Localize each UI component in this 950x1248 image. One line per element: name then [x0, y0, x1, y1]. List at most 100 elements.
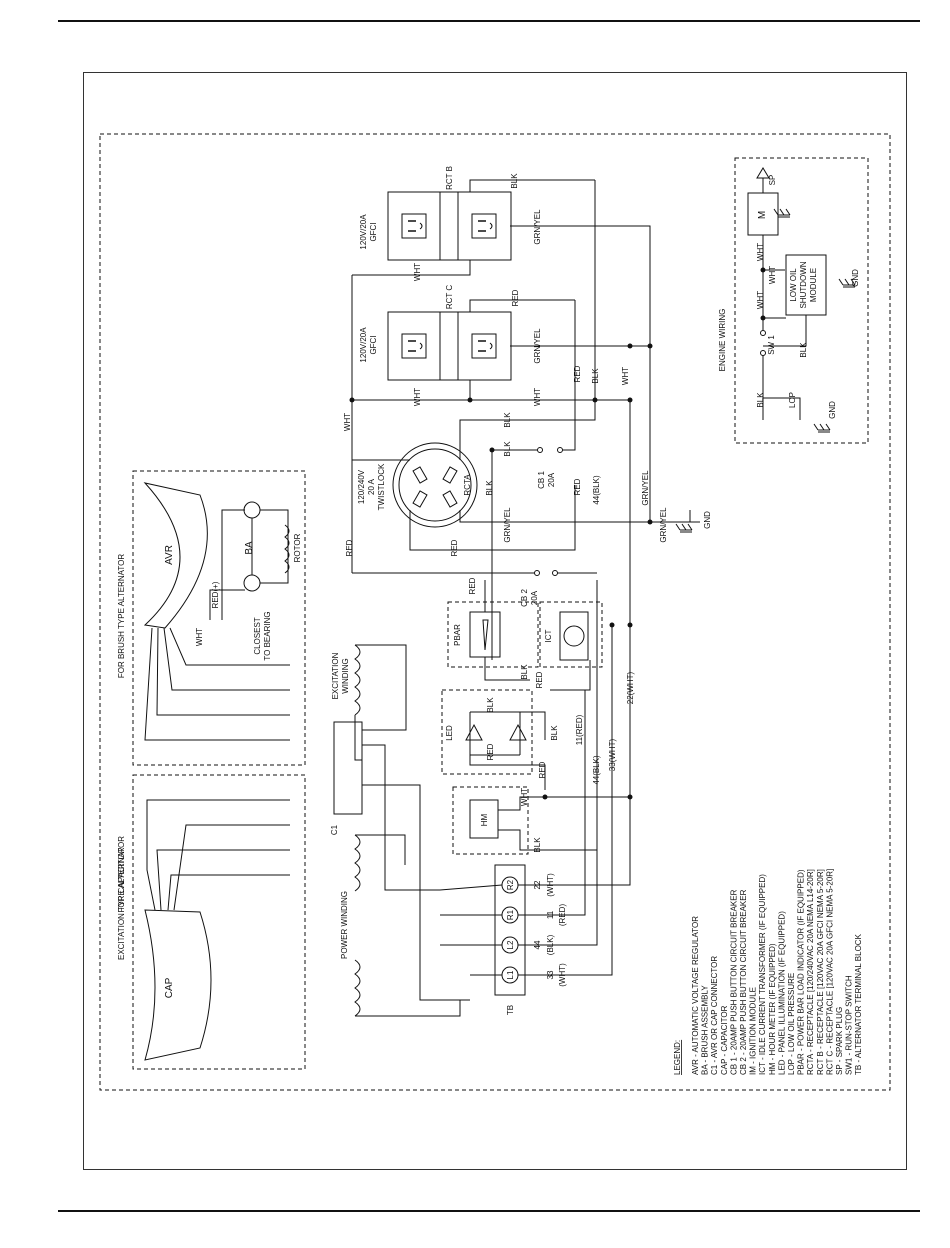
engine-blk-1: BLK: [756, 392, 765, 408]
label-gfci-c: GFCI: [369, 335, 378, 354]
wire-red-3: RED: [573, 478, 582, 495]
wire-red-9: RED: [538, 761, 547, 778]
legend-item: RCT C - RECEPTACLE [120VAC 20A GFCI NEMA…: [825, 869, 834, 1075]
wire-wht-3: WHT: [413, 388, 422, 406]
gfci-rct-b: [387, 191, 512, 261]
wire-44blk-2: 44(BLK): [592, 475, 601, 505]
label-lop: LOP: [788, 392, 797, 408]
wire-11red: 11(RED): [575, 714, 584, 745]
wire-grnyel-4: GRN/YEL: [641, 470, 650, 506]
label-for-capacitor: FOR CAPACITOR: [117, 847, 126, 912]
label-red-plus: RED(+): [211, 581, 220, 608]
label-los-1: LOW OIL: [789, 268, 798, 302]
label-cb1a: 20A: [547, 472, 556, 487]
wire-red-1: RED: [511, 289, 520, 306]
label-avr: AVR: [164, 545, 175, 565]
label-pbar: PBAR: [453, 624, 462, 646]
label-w44c: (BLK): [546, 934, 555, 955]
label-r1: R1: [506, 909, 515, 920]
label-ba: BA: [244, 541, 255, 555]
legend-item: RCT B - RECEPTACLE [120VAC 20A GFCI NEMA…: [816, 869, 825, 1075]
cap-body: [144, 909, 212, 1061]
wire-red-8: RED: [486, 743, 495, 760]
label-excitation-1: EXCITATION: [331, 652, 340, 699]
legend-item: TB - ALTERNATOR TERMINAL BLOCK: [854, 933, 863, 1075]
engine-gnd-2: GND: [851, 269, 860, 287]
legend: LEGEND: AVR - AUTOMATIC VOLTAGE REGULATO…: [673, 869, 863, 1075]
c1-connector: [333, 721, 363, 815]
wire-grnyel-1: GRN/YEL: [533, 209, 542, 245]
wire-blk-1: BLK: [510, 173, 519, 189]
wire-wht-4: WHT: [533, 388, 542, 406]
wire-red-7: RED: [535, 671, 544, 688]
legend-item: BA - BRUSH ASSEMBLY: [701, 985, 710, 1075]
engine-wht-2: WHT: [756, 291, 765, 309]
legend-item: CAP - CAPACITOR: [720, 1005, 729, 1075]
wire-grnyel-3: GRN/YEL: [503, 507, 512, 543]
wire-wht-1: WHT: [343, 413, 352, 431]
legend-item: RCTA - RECEPTACLE [120/240VAC 20A NEMA L…: [806, 869, 815, 1075]
wire-22wht: 22(WHT): [626, 671, 635, 704]
label-brush-type: FOR BRUSH TYPE ALTERNATOR: [117, 554, 126, 679]
wire-red-6: RED: [468, 577, 477, 594]
wire-blk-8: BLK: [550, 725, 559, 741]
label-c1: C1: [330, 824, 339, 835]
label-w33c: (WHT): [558, 963, 567, 987]
label-w44: 44: [533, 940, 542, 949]
engine-blk-2: BLK: [799, 342, 808, 358]
main-dashed-border: [99, 133, 891, 1091]
engine-gnd-1: GND: [828, 401, 837, 419]
label-sp: SP: [768, 175, 777, 186]
label-closest-2: TO BEARING: [263, 611, 272, 660]
label-sw1: SW 1: [767, 335, 776, 355]
wire-33wht: 33(WHT): [608, 738, 617, 771]
wire-wht-5: WHT: [621, 367, 630, 385]
label-led: LED: [445, 725, 454, 741]
wire-44blk: 44(BLK): [592, 755, 601, 785]
legend-item: C1 - AVR OR CAP CONNECTOR: [710, 956, 719, 1075]
wire-blk-4: BLK: [503, 441, 512, 457]
legend-item: ICT - IDLE CURRENT TRANSFORMER (IF EQUIP…: [758, 874, 767, 1075]
label-w11: 11: [546, 910, 555, 919]
top-rule: [58, 20, 920, 22]
label-w22c: (WHT): [546, 873, 555, 897]
label-closest-1: CLOSEST: [253, 617, 262, 654]
label-l1: L1: [506, 970, 515, 979]
wire-blk-6: BLK: [520, 664, 529, 680]
wire-blk-2: BLK: [591, 368, 600, 384]
legend-item: SW1 - RUN-STOP SWITCH: [845, 975, 854, 1075]
legend-item: CB 2 - 20AMP PUSH BUTTON CIRCUIT BREAKER: [739, 889, 748, 1075]
label-w33: 33: [546, 970, 555, 979]
label-twist-3: TWISTLOCK: [377, 463, 386, 510]
wire-wht-6: WHT: [520, 788, 529, 806]
wire-red-4: RED: [345, 539, 354, 556]
label-wht-avr: WHT: [195, 628, 204, 646]
label-los-3: MODULE: [809, 268, 818, 302]
legend-item: HM - HOUR METER (IF EQUIPPED): [768, 943, 777, 1075]
legend-item: LOP - LOW OIL PRESSURE: [787, 973, 796, 1075]
engine-wht-1: WHT: [756, 243, 765, 261]
bottom-rule: [58, 1210, 920, 1212]
label-cb2a: 20A: [530, 590, 539, 605]
label-rcta: RCTA: [463, 474, 472, 496]
legend-item: CB 1 - 20AMP PUSH BUTTON CIRCUIT BREAKER: [729, 889, 738, 1075]
wire-blk-3: BLK: [503, 412, 512, 428]
brush-section-box: [132, 470, 306, 766]
label-rotor: ROTOR: [293, 533, 302, 562]
wire-grnyel-2: GRN/YEL: [533, 328, 542, 364]
label-twist-2: 20 A: [367, 478, 376, 495]
label-hm: HM: [480, 813, 489, 826]
label-power-winding: POWER WINDING: [340, 891, 349, 959]
label-rct-c: RCT C: [445, 285, 454, 310]
wire-grnyel-5: GRN/YEL: [659, 507, 668, 543]
label-engine-wiring: ENGINE WIRING: [718, 309, 727, 372]
label-w22: 22: [533, 880, 542, 889]
label-r2: R2: [506, 879, 515, 890]
label-gfci-b: GFCI: [369, 222, 378, 241]
wire-red-2: RED: [573, 365, 582, 382]
legend-item: IM - IGNITION MODULE: [749, 987, 758, 1075]
engine-wht-3: WHT: [768, 266, 777, 284]
wire-gnd-1: GND: [703, 511, 712, 529]
wire-wht-2: WHT: [413, 263, 422, 281]
